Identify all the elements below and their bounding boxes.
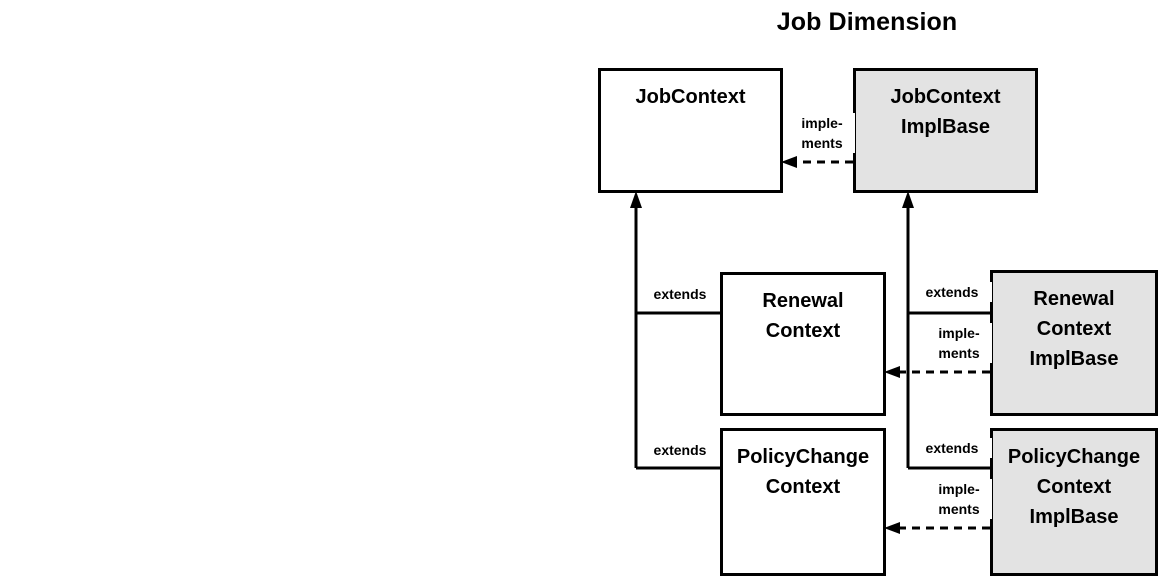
edge-label-implements-job: imple- ments [789,113,855,153]
edge-label-implements-policychange: imple- ments [926,479,992,519]
class-box-renewal-context-implbase[interactable]: Renewal Context ImplBase [990,270,1158,416]
edge-label-extends-policychange: extends [640,440,720,460]
diagram-title: Job Dimension [776,8,958,36]
extends-tree-interfaces [630,191,722,470]
edge-label-implements-renewal: imple- ments [926,323,992,363]
implements-arrow-job [781,156,853,168]
implements-arrow-renewal [884,366,990,378]
class-box-label: JobContext [635,86,746,108]
edge-label-extends-policychange-impl: extends [912,438,992,458]
class-box-label: Renewal Context ImplBase [1029,288,1119,370]
edge-label-extends-renewal: extends [640,284,720,304]
class-box-job-context-implbase[interactable]: JobContext ImplBase [853,68,1038,193]
edge-label-extends-renewal-impl: extends [912,282,992,302]
class-box-job-context[interactable]: JobContext [598,68,783,193]
implements-arrow-policychange [884,522,990,534]
class-box-policychange-context[interactable]: PolicyChange Context [720,428,886,576]
class-box-label: Renewal Context [762,290,844,342]
class-box-label: PolicyChange Context ImplBase [1007,446,1141,528]
class-box-policychange-context-implbase[interactable]: PolicyChange Context ImplBase [990,428,1158,576]
extends-tree-implbases [902,191,992,470]
class-box-renewal-context[interactable]: Renewal Context [720,272,886,416]
class-box-label: JobContext ImplBase [890,86,1001,138]
class-box-label: PolicyChange Context [736,446,870,498]
